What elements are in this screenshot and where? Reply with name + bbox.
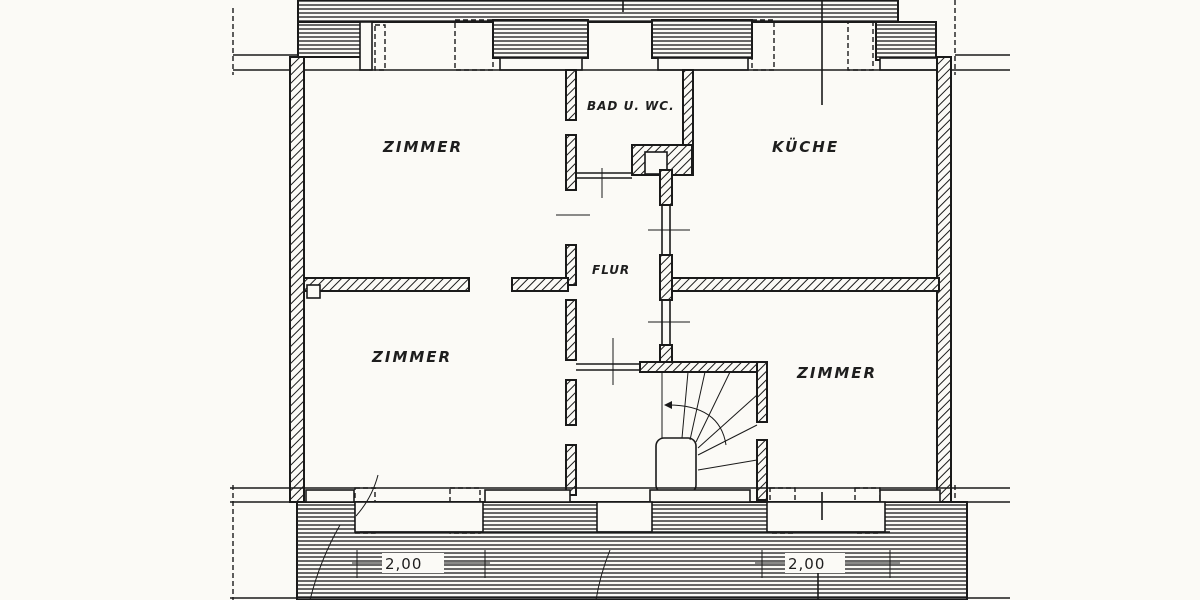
room-label-bad-wc: BAD U. WC. xyxy=(587,99,675,113)
dimension-label: 2,00 xyxy=(788,555,825,573)
interior-walls xyxy=(303,69,940,501)
staircase xyxy=(655,371,758,494)
room-label-kueche: KÜCHE xyxy=(772,137,839,156)
room-label-zimmer-top-left: ZIMMER xyxy=(382,138,463,156)
dimension-label: 2,00 xyxy=(385,555,422,573)
stair-direction-arrow-icon xyxy=(664,401,672,409)
dimension-left: 2,00 xyxy=(352,550,490,578)
dimension-right: 2,00 xyxy=(755,550,900,578)
top-balcony-strip xyxy=(232,0,1010,105)
room-label-zimmer-bottom-right: ZIMMER xyxy=(796,364,877,382)
room-label-zimmer-bottom-left: ZIMMER xyxy=(371,348,452,366)
bottom-balcony-strip xyxy=(230,474,1010,600)
room-label-flur: FLUR xyxy=(592,263,630,277)
